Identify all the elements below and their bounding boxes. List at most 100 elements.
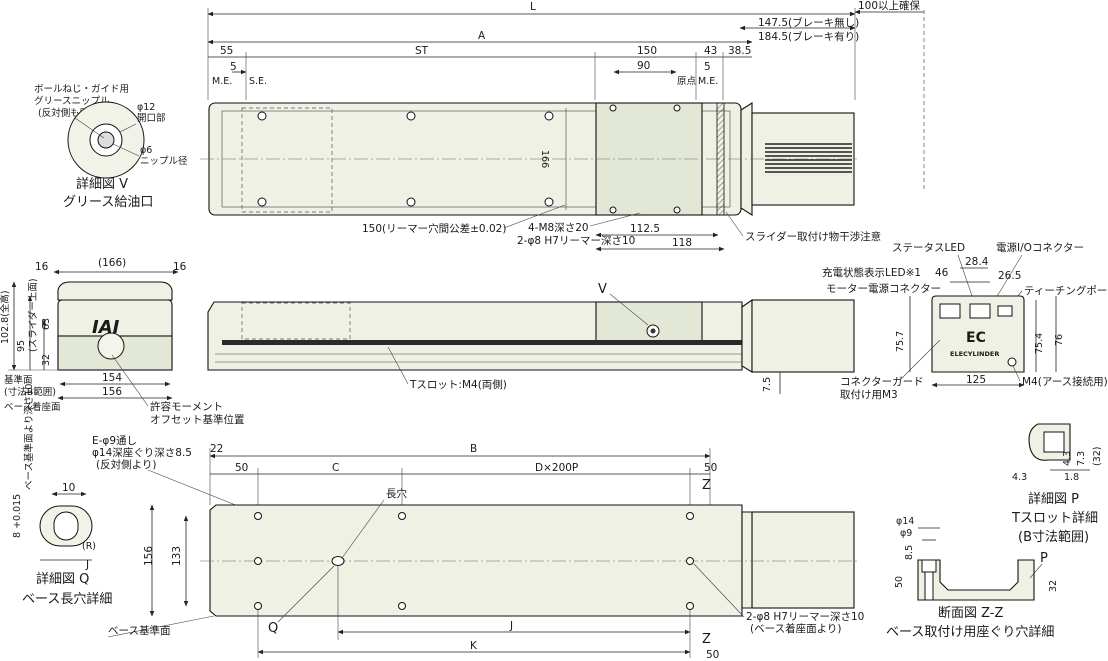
dim-166-top: 166 — [539, 150, 550, 168]
dim-5-right: 5 — [704, 61, 711, 73]
dim-154: 154 — [102, 372, 122, 384]
opening-label: 開口部 — [137, 112, 166, 124]
t-slot-rail — [222, 340, 742, 345]
zz-8-5: 8.5 — [904, 545, 915, 560]
dim-75-4: 75.4 — [1034, 333, 1045, 354]
label-origin: 原点 — [677, 76, 697, 87]
teaching-port — [997, 305, 1013, 317]
phi6-label: φ6 — [140, 145, 152, 156]
detail-p-subtitle: Tスロット詳細 — [1011, 510, 1098, 526]
dim-L: L — [530, 1, 536, 13]
earth-label: M4(アース接続用) — [1022, 375, 1108, 388]
elecylinder-brand: ELECYLINDER — [950, 350, 999, 358]
guard-label-2: 取付け用M3 — [840, 388, 898, 401]
q-marker: Q — [268, 621, 278, 636]
guard-label-1: コネクターガード — [840, 376, 924, 388]
detail-p-7-3: 7.3 — [1076, 451, 1087, 466]
detail-q-R: (R) — [82, 541, 96, 552]
dim-16-right: 16 — [173, 261, 187, 273]
top-view-dimensions: L 100以上確保 147.5(ブレーキ無し) 184.5(ブレーキ有り) A … — [207, 0, 925, 190]
motor-housing-bottom — [751, 511, 855, 609]
dim-5-left: 5 — [230, 61, 237, 73]
dim-22: 22 — [210, 443, 223, 455]
slider-stroke-end — [241, 107, 333, 213]
z-marker-bottom: Z — [702, 632, 711, 647]
slider-side — [595, 301, 703, 345]
slider-top-label: (スライダー上面) — [27, 278, 39, 352]
grease-label-1: ボールねじ・ガイド用 — [34, 84, 129, 95]
dim-166-end: (166) — [98, 257, 126, 269]
dim-125: 125 — [966, 374, 986, 386]
detail-q-title: 詳細図 Q — [36, 571, 89, 587]
zz-title: 断面図 Z-Z — [938, 606, 1004, 621]
callout-m8: 4-M8深さ20 — [528, 222, 589, 234]
dim-102-8: 102.8(全高) — [0, 290, 11, 344]
dim-43: 43 — [704, 45, 717, 57]
section-zz: φ14 φ9 8.5 50 P 32 断面図 Z-Z ベース取付け用座ぐり穴詳細 — [886, 516, 1059, 640]
ref-face-2: (寸法B範囲) — [4, 386, 56, 398]
h7-bottom-1: 2-φ8 H7リーマー深さ10 — [746, 611, 864, 623]
detail-v-title: 詳細図 V — [76, 176, 128, 192]
dim-DxP: D×200P — [535, 462, 578, 474]
dim-7-5: 7.5 — [762, 377, 773, 392]
dim-46: 46 — [935, 267, 949, 279]
ec-logo: EC — [966, 330, 986, 346]
dim-38-5: 38.5 — [728, 45, 751, 57]
detail-p-4-3b: 4.3 — [1062, 451, 1073, 466]
dim-100-clearance: 100以上確保 — [858, 0, 921, 12]
bottom-view: E-φ9通し φ14深座ぐり深さ8.5 (反対側より) 22 B 50 C D×… — [92, 435, 864, 661]
detail-p-4-3: 4.3 — [1012, 472, 1027, 483]
dim-118: 118 — [672, 237, 692, 249]
detail-q-vertical: ベース基準面より深さ10 — [23, 384, 35, 490]
label-ME-left: M.E. — [212, 76, 232, 87]
dim-A: A — [478, 30, 486, 42]
dim-50-c: 50 — [706, 649, 719, 661]
top-view: L 100以上確保 147.5(ブレーキ無し) 184.5(ブレーキ有り) A … — [200, 0, 925, 252]
detail-p-subtitle2: (B寸法範囲) — [1018, 530, 1089, 545]
zz-phi9: φ9 — [900, 528, 912, 539]
dim-K: K — [470, 640, 478, 652]
zz-P-marker: P — [1040, 551, 1048, 566]
detail-q-subtitle: ベース長穴詳細 — [22, 591, 112, 607]
phi12-label: φ12 — [137, 102, 155, 113]
h7-bottom-2: (ベース着座面より) — [750, 622, 841, 635]
detail-p-title: 詳細図 P — [1028, 491, 1079, 507]
zz-subtitle: ベース取付け用座ぐり穴詳細 — [886, 624, 1054, 640]
motor-conn-label: モーター電源コネクター — [826, 282, 941, 295]
power-io-connector — [969, 303, 991, 319]
motor-flange-side — [741, 298, 753, 373]
detail-q: 8 +0.015 ベース基準面より深さ10 10 (R) J 詳細図 Q ベース… — [12, 384, 112, 607]
nipple-label: ニップル径 — [140, 155, 188, 167]
moment-label-1: 許容モーメント — [150, 400, 223, 413]
side-view: V Tスロット:M4(両側) 7.5 許容モーメント オフセット基準位置 — [111, 282, 855, 426]
e-holes-3: (反対側より) — [96, 458, 156, 471]
detail-q-10: 10 — [62, 482, 75, 494]
grease-label-2: グリースニップル — [34, 95, 110, 107]
z-marker-top: Z — [702, 478, 711, 493]
power-io-label: 電源I/Oコネクター — [996, 241, 1084, 254]
dim-133: 133 — [171, 546, 183, 566]
moment-label-2: オフセット基準位置 — [150, 413, 245, 426]
dim-75-7: 75.7 — [895, 331, 906, 352]
dim-95: 95 — [16, 340, 27, 352]
v-label: V — [598, 282, 607, 297]
detail-q-J: J — [85, 559, 89, 571]
end-view: 16 (166) 16 IAI 102.8(全高) 95 (スライダー上面) 6… — [0, 257, 187, 413]
slot-label: 長穴 — [386, 487, 407, 500]
detail-p-32: (32) — [1092, 446, 1103, 466]
detail-q-tolerance: 8 +0.015 — [12, 494, 23, 538]
dim-32: 32 — [41, 354, 52, 366]
dim-156: 156 — [102, 386, 122, 398]
dim-63: 63 — [41, 318, 52, 330]
e-holes-1: E-φ9通し — [92, 435, 137, 447]
slider-stroke-end-side — [241, 302, 351, 340]
base-face: ベース着座面 — [4, 401, 61, 413]
dim-J: J — [509, 620, 513, 632]
label-SE: S.E. — [249, 76, 267, 87]
motor-fins — [765, 143, 852, 173]
zz-50: 50 — [894, 576, 905, 588]
actuator-bottom-body — [209, 504, 743, 617]
detail-v: ボールねじ・ガイド用 グリースニップル (反対側も同様) φ12 開口部 φ6 … — [34, 84, 188, 210]
dim-55: 55 — [220, 45, 233, 57]
